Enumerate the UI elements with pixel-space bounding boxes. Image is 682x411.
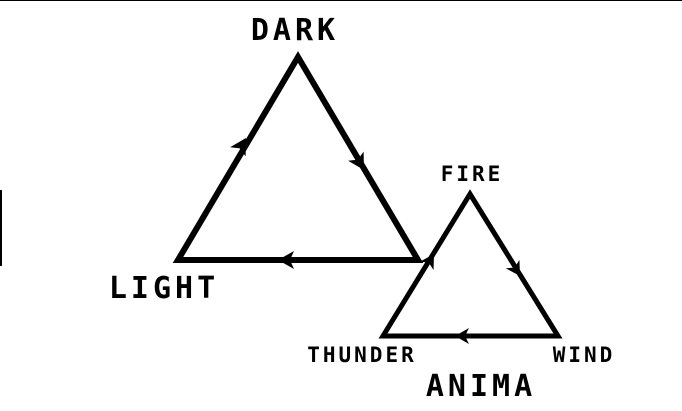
dark-light-triangle xyxy=(172,51,424,269)
arrow-fire-to-wind xyxy=(505,259,520,276)
label-thunder: THUNDER xyxy=(307,343,417,367)
top-border-line xyxy=(0,0,682,1)
arrow-light-to-dark xyxy=(230,138,246,157)
arrow-wind-to-thunder xyxy=(455,328,469,344)
anima-triangle-outline xyxy=(378,189,563,339)
label-dark: DARK xyxy=(251,13,339,48)
arrow-thunder-to-fire xyxy=(419,254,434,271)
label-light: LIGHT xyxy=(109,271,219,306)
label-anima: ANIMA xyxy=(426,369,536,404)
left-border-fragment xyxy=(0,190,2,266)
arrow-bottom-to-light xyxy=(278,251,294,269)
label-wind: WIND xyxy=(553,343,616,367)
arrow-dark-to-right xyxy=(348,151,364,170)
label-fire: FIRE xyxy=(441,162,504,186)
anima-triangle xyxy=(378,189,563,344)
dark-light-triangle-outline xyxy=(172,51,424,263)
